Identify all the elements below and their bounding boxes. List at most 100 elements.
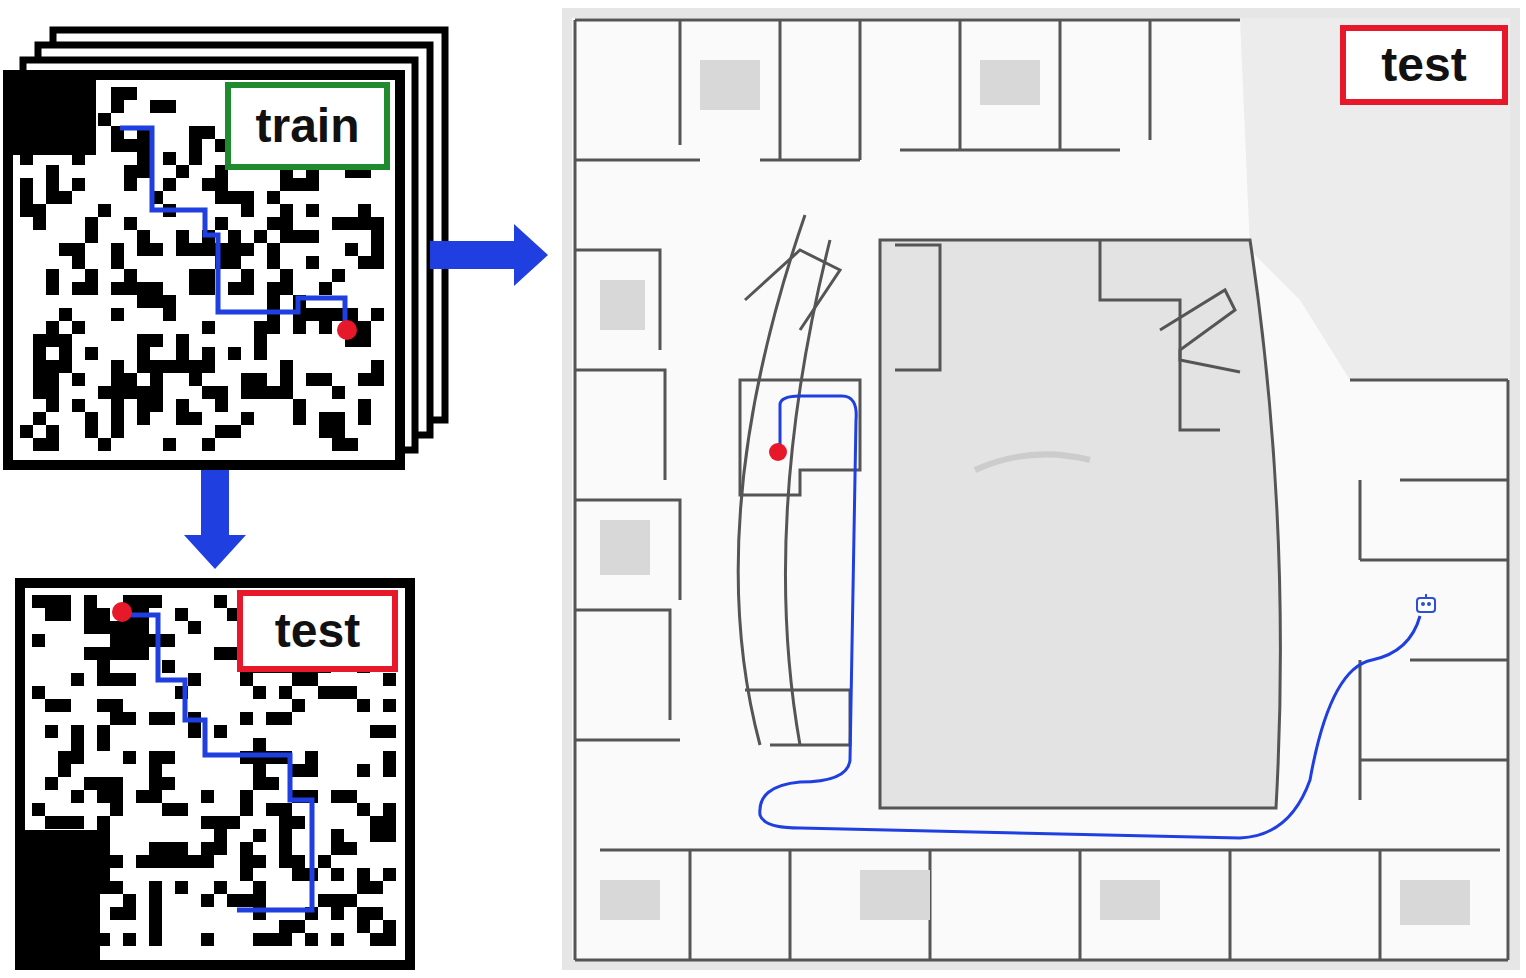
obstacle-cell: [71, 816, 84, 829]
obstacle-block: [20, 830, 100, 965]
obstacle-cell: [254, 386, 267, 399]
obstacle-cell: [175, 842, 188, 855]
obstacle-cell: [176, 230, 189, 243]
obstacle-cell: [162, 712, 175, 725]
obstacle-cell: [175, 803, 188, 816]
obstacle-cell: [33, 217, 46, 230]
obstacle-cell: [33, 438, 46, 451]
obstacle-cell: [292, 673, 318, 686]
obstacle-cell: [344, 686, 357, 699]
obstacle-cell: [110, 803, 123, 816]
grid-map: [8, 75, 400, 465]
obstacle-cell: [358, 373, 371, 386]
obstacle-cell: [149, 855, 162, 868]
obstacle-cell: [111, 360, 124, 373]
obstacle-cell: [201, 816, 214, 829]
obstacle-cell: [176, 334, 189, 347]
obstacle-cell: [59, 347, 72, 360]
obstacle-cell: [97, 673, 110, 686]
obstacle-cell: [227, 894, 240, 907]
obstacle-cell: [383, 725, 396, 738]
obstacle-cell: [84, 647, 97, 660]
obstacle-cell: [241, 412, 254, 425]
obstacle-cell: [45, 816, 58, 829]
obstacle-cell: [137, 347, 150, 360]
obstacle-cell: [46, 360, 59, 373]
obstacle-cell: [123, 907, 136, 920]
goal-dot: [769, 443, 787, 461]
obstacle-cell: [215, 191, 241, 204]
obstacle-cell: [241, 386, 254, 399]
obstacle-cell: [253, 764, 266, 777]
obstacle-cell: [331, 868, 344, 881]
obstacle-cell: [279, 803, 292, 816]
obstacle-cell: [383, 764, 396, 777]
obstacle-cell: [214, 829, 227, 842]
obstacle-cell: [33, 386, 46, 399]
obstacle-cell: [267, 217, 280, 230]
obstacle-cell: [254, 321, 280, 334]
obstacle-cell: [240, 673, 253, 686]
obstacle-cell: [280, 282, 293, 295]
obstacle-cell: [266, 712, 279, 725]
obstacle-cell: [33, 373, 59, 386]
obstacle-cell: [383, 673, 396, 686]
obstacle-cell: [137, 295, 150, 308]
obstacle-cell: [84, 608, 97, 621]
open-area: [1240, 18, 1510, 380]
obstacle-cell: [46, 334, 59, 347]
obstacle-cell: [266, 777, 279, 790]
obstacle-cell: [371, 256, 384, 269]
obstacle-cell: [137, 282, 150, 295]
obstacle-cell: [111, 139, 124, 152]
obstacle-cell: [111, 373, 124, 386]
obstacle-cell: [357, 907, 370, 920]
obstacle-cell: [267, 295, 280, 308]
wall: [1160, 290, 1235, 430]
obstacle-cell: [279, 855, 292, 868]
obstacle-cell: [240, 712, 253, 725]
obstacle-cell: [215, 386, 228, 399]
obstacle-cell: [176, 399, 189, 412]
obstacle-cell: [85, 217, 98, 230]
obstacle-cell: [189, 282, 215, 295]
obstacle-cell: [85, 230, 98, 243]
obstacle-cell: [136, 595, 162, 608]
obstacle-cell: [59, 308, 72, 321]
obstacle-cell: [111, 243, 124, 256]
obstacle-cell: [110, 907, 123, 920]
obstacle-cell: [110, 673, 123, 686]
obstacle-cell: [149, 751, 175, 764]
robot-icon: [1417, 594, 1435, 612]
obstacle-cell: [32, 595, 45, 608]
obstacle-cell: [358, 256, 371, 269]
obstacle-cell: [175, 881, 188, 894]
obstacle-cell: [58, 595, 71, 608]
obstacle-cell: [123, 673, 136, 686]
obstacle-cell: [97, 725, 110, 738]
obstacle-cell: [279, 933, 292, 946]
obstacle-cell: [267, 191, 280, 204]
obstacle-cell: [240, 842, 253, 855]
obstacle-cell: [46, 425, 59, 438]
obstacle-cell: [228, 282, 241, 295]
obstacle-cell: [292, 868, 305, 881]
obstacle-cell: [383, 699, 396, 712]
obstacle-cell: [357, 868, 370, 881]
obstacle-cell: [331, 686, 344, 699]
obstacle-cell: [215, 399, 228, 412]
obstacle-cell: [98, 113, 111, 126]
obstacle-cell: [20, 178, 33, 191]
obstacle-cell: [318, 855, 331, 868]
obstacle-cell: [202, 347, 215, 360]
obstacle-cell: [32, 634, 45, 647]
obstacle-cell: [110, 647, 123, 660]
furniture: [600, 60, 1470, 925]
obstacle-cell: [357, 803, 370, 816]
obstacle-cell: [149, 933, 162, 946]
obstacle-cell: [58, 764, 71, 777]
obstacle-cell: [202, 269, 215, 282]
obstacle-cell: [124, 165, 150, 178]
obstacle-cell: [46, 386, 59, 399]
obstacle-cell: [214, 647, 227, 660]
